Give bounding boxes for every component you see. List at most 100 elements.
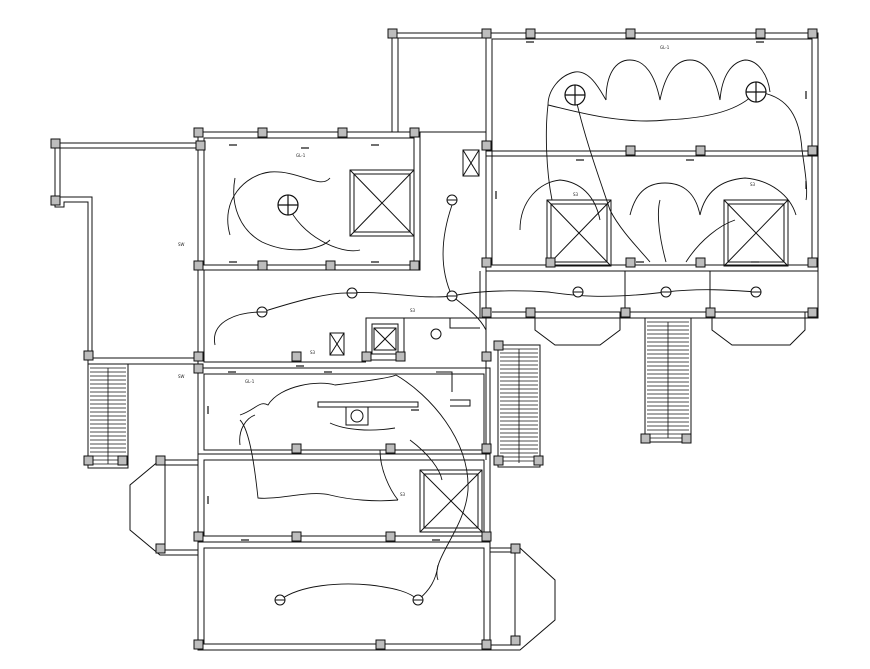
- column-pad: [481, 443, 492, 454]
- column-pad: [481, 140, 492, 151]
- light-fixture-5: [572, 286, 584, 298]
- column-pad: [257, 260, 268, 271]
- bay-right: [711, 312, 806, 346]
- column-pad: [493, 455, 504, 466]
- stair-treads: [90, 321, 689, 465]
- room-c-partition: [436, 371, 453, 392]
- column-pad: [695, 145, 706, 156]
- equipment-box-b: [546, 199, 612, 267]
- light-fixture-10: [430, 328, 442, 340]
- column-pad: [755, 28, 766, 39]
- column-pad: [525, 28, 536, 39]
- switch-left-bottom-label: SW: [178, 374, 185, 379]
- column-pad: [193, 127, 204, 138]
- outlet-b-label: S3: [750, 182, 756, 187]
- column-pad: [155, 455, 166, 466]
- column-pad: [510, 635, 521, 646]
- column-pad: [481, 639, 492, 650]
- column-pad: [193, 260, 204, 271]
- outlet-e-label: S3: [310, 350, 316, 355]
- column-pad: [337, 127, 348, 138]
- column-pad: [387, 28, 398, 39]
- core-ledge: [449, 318, 480, 329]
- kitchen-counter: [317, 401, 419, 408]
- column-pad: [257, 127, 268, 138]
- column-pad: [705, 307, 716, 318]
- column-pad: [481, 28, 492, 39]
- column-pad: [807, 307, 818, 318]
- column-pad: [291, 443, 302, 454]
- room-a-inner: [203, 137, 415, 266]
- light-fixture-6: [660, 286, 672, 298]
- column-pad: [155, 543, 166, 554]
- equipment-box-core: [373, 327, 397, 351]
- wall-outlines: [54, 32, 819, 651]
- column-pad: [481, 257, 492, 268]
- stair-left-frame: [87, 363, 129, 469]
- room-e-wall: [197, 541, 491, 651]
- outlet-a-label: S3: [573, 192, 579, 197]
- panel-lower-label: GL-1: [245, 379, 255, 384]
- room-c-inner: [203, 373, 485, 451]
- light-fixture-8: [274, 594, 286, 606]
- column-pad: [625, 257, 636, 268]
- room-c-wall: [197, 367, 491, 455]
- stair-core-inner: [371, 323, 399, 355]
- light-fixture-7: [750, 286, 762, 298]
- room-d-inner: [203, 459, 485, 537]
- column-pad: [625, 28, 636, 39]
- column-pad: [481, 531, 492, 542]
- corridor-left: [197, 270, 486, 369]
- column-pad: [533, 455, 544, 466]
- room-d-left-bay: [129, 459, 198, 556]
- column-pad: [193, 363, 204, 374]
- circuit-wiring: [214, 59, 808, 601]
- column-pad: [681, 433, 692, 444]
- annotations: GL-1 GL-1 GL-1 SW SW S3 S3 S3 S3 S3: [178, 45, 756, 497]
- ceiling-fan-2: [564, 84, 586, 106]
- column-pad: [193, 639, 204, 650]
- column-pad: [385, 443, 396, 454]
- column-pad: [395, 351, 406, 362]
- structural-columns: [50, 28, 818, 650]
- column-pad: [193, 351, 204, 362]
- panel-upper-label: GL-1: [296, 153, 306, 158]
- column-pad: [195, 140, 206, 151]
- panel-box-top: [462, 149, 480, 177]
- column-pad: [545, 257, 556, 268]
- column-pad: [525, 307, 536, 318]
- left-deck-outline: [54, 143, 200, 365]
- stair-right-frame: [644, 317, 692, 443]
- outlet-c-label: S3: [400, 492, 406, 497]
- light-fixture-9: [412, 594, 424, 606]
- room-c-niche: [450, 399, 471, 407]
- room-a-wall: [197, 131, 421, 271]
- column-pad: [807, 28, 818, 39]
- column-pad: [640, 433, 651, 444]
- column-pad: [807, 257, 818, 268]
- column-pad: [695, 257, 706, 268]
- column-pad: [510, 543, 521, 554]
- column-pad: [409, 127, 420, 138]
- room-e-inner: [203, 547, 485, 645]
- column-pad: [117, 455, 128, 466]
- panel-box-mid: [329, 332, 345, 356]
- column-pad: [83, 350, 94, 361]
- left-deck-inner: [59, 148, 198, 359]
- column-pad: [807, 145, 818, 156]
- column-pad: [361, 351, 372, 362]
- equipment-box-c: [723, 199, 789, 267]
- column-pad: [291, 351, 302, 362]
- column-pad: [409, 260, 420, 271]
- column-pad: [375, 639, 386, 650]
- room-b-wall: [485, 32, 819, 272]
- ceiling-fan-3: [745, 81, 767, 103]
- corridor-left-inner: [203, 270, 366, 363]
- ceiling-fan-1: [277, 194, 299, 216]
- column-pad: [385, 531, 396, 542]
- light-fixture-3: [346, 287, 358, 299]
- column-pad: [193, 531, 204, 542]
- column-pad: [493, 340, 504, 351]
- outlet-d-label: S3: [410, 308, 416, 313]
